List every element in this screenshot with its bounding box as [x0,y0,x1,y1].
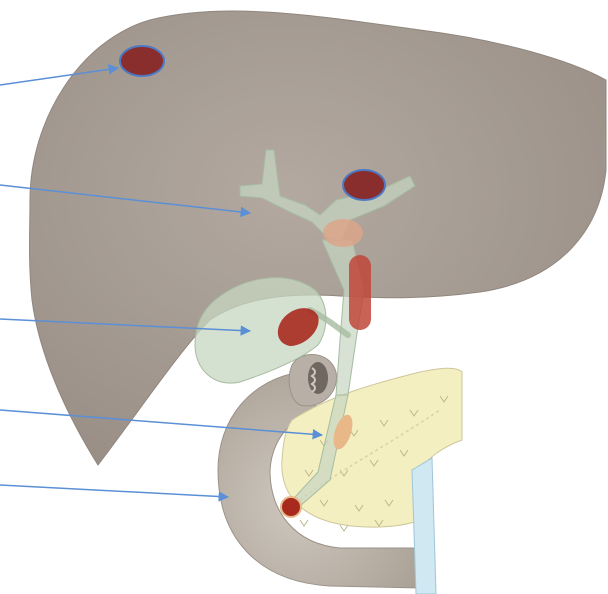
duodenum-lumen [308,362,328,394]
pointer-duodenum [0,485,228,497]
duct-lesion-upper [349,255,371,330]
ampulla-lesion [281,497,301,517]
hilar-lesion [343,170,385,200]
liver-lesion [120,46,164,76]
pancreatic-duct [412,458,436,594]
bifurcation-lesion [323,219,363,247]
